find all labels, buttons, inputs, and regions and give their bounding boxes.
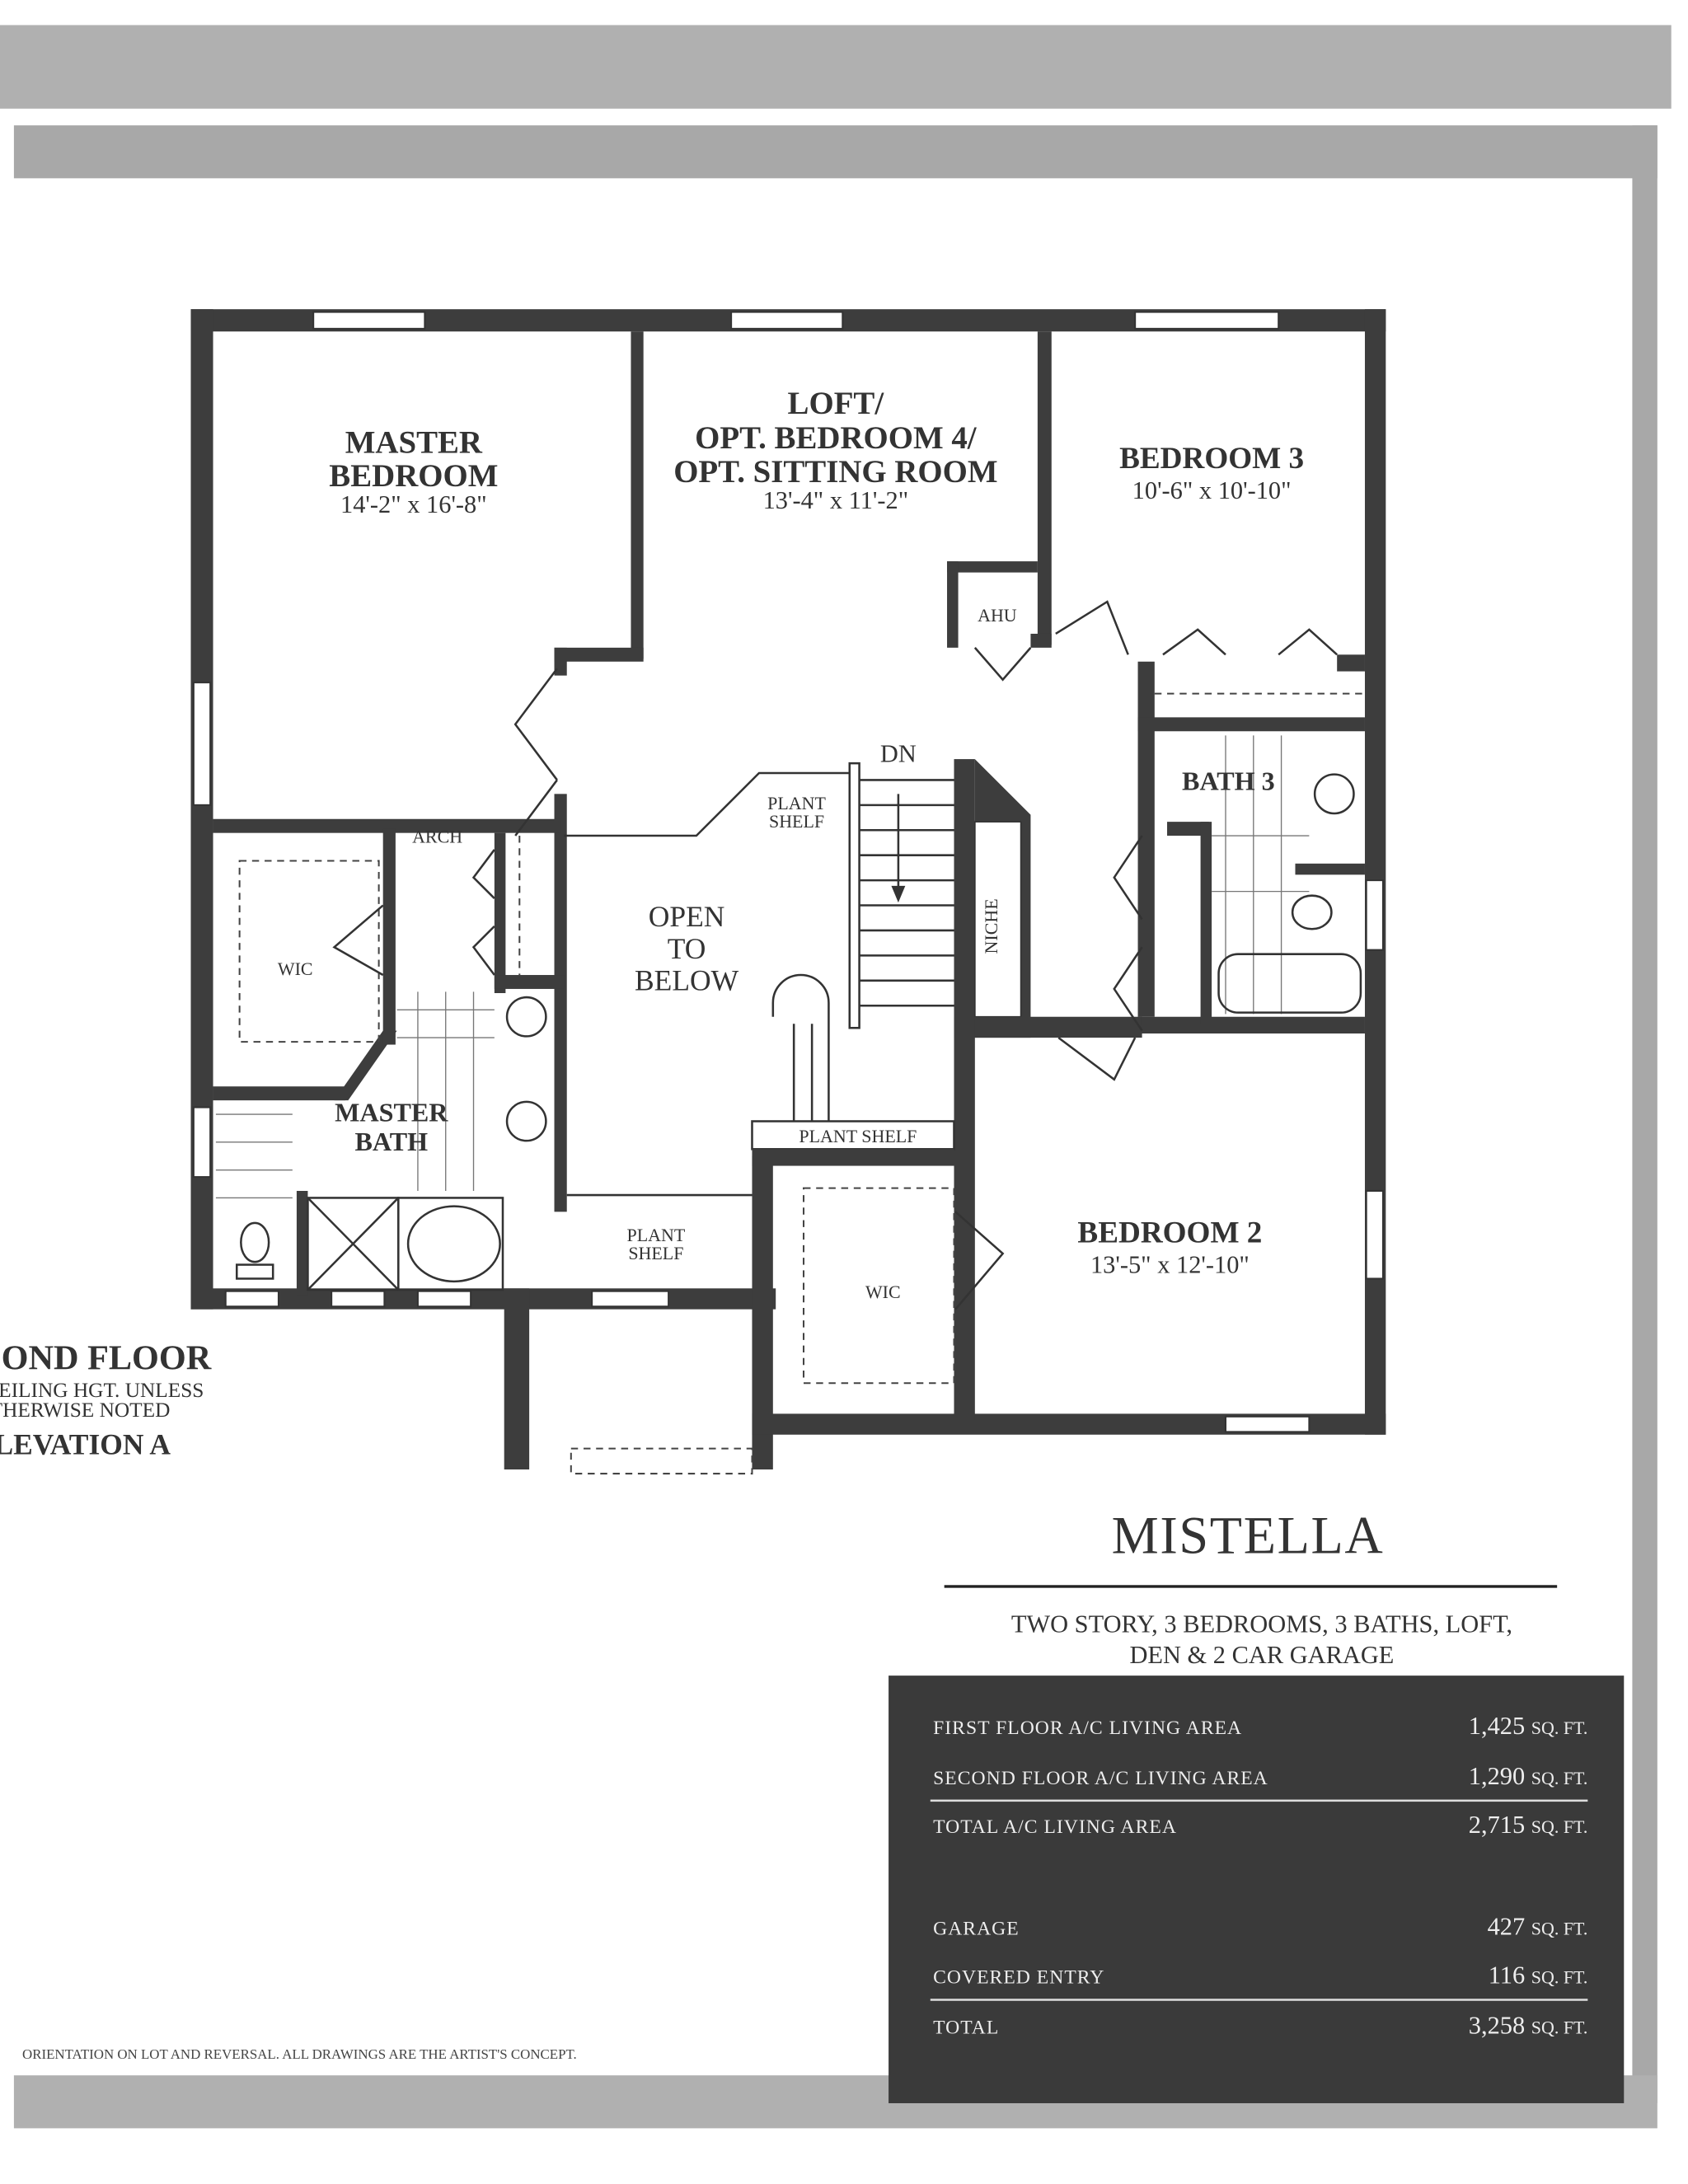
master-wic-label: WIC bbox=[278, 958, 313, 979]
footer-disclaimer: ORIENTATION ON LOT AND REVERSAL. ALL DRA… bbox=[22, 2046, 577, 2062]
area-table: FIRST FLOOR A/C LIVING AREA 1,425 SQ. FT… bbox=[889, 1675, 1625, 2103]
bedroom3-dims: 10'-6" x 10'-10" bbox=[1132, 476, 1292, 504]
area-row-label: FIRST FLOOR A/C LIVING AREA bbox=[933, 1718, 1242, 1739]
area-row-label: TOTAL A/C LIVING AREA bbox=[933, 1816, 1177, 1838]
area-row-value: 116 SQ. FT. bbox=[1489, 1961, 1588, 1990]
loft-label-3: OPT. SITTING ROOM bbox=[673, 454, 997, 490]
title-divider bbox=[944, 1585, 1558, 1588]
floor-plan bbox=[190, 309, 1386, 1475]
loft-label-2: OPT. BEDROOM 4/ bbox=[695, 420, 978, 456]
plant-shelf-bottom-label-2: SHELF bbox=[628, 1243, 683, 1263]
bedroom2-label: BEDROOM 2 bbox=[1077, 1216, 1262, 1250]
model-summary: TWO STORY, 3 BEDROOMS, 3 BATHS, LOFT, bbox=[1011, 1610, 1512, 1638]
model-summary-2: DEN & 2 CAR GARAGE bbox=[1129, 1641, 1394, 1669]
right-band bbox=[1632, 125, 1658, 2103]
area-row-value: 2,715 SQ. FT. bbox=[1469, 1811, 1588, 1839]
master-bedroom-dims: 14'-2" x 16'-8" bbox=[340, 490, 487, 518]
ceiling-note: 8' 4" CEILING HGT. UNLESS bbox=[0, 1379, 204, 1402]
floor-title: SECOND FLOOR bbox=[0, 1338, 212, 1377]
area-row-value: 427 SQ. FT. bbox=[1488, 1912, 1588, 1940]
bedroom2-wic-label: WIC bbox=[865, 1282, 901, 1302]
loft-label: LOFT/ bbox=[788, 386, 885, 421]
loft-dims: 13'-4" x 11'-2" bbox=[763, 486, 909, 514]
bedroom3-label: BEDROOM 3 bbox=[1119, 442, 1304, 476]
open-to-below-label-2: TO bbox=[668, 932, 706, 965]
plant-shelf-label: PLANT bbox=[767, 793, 826, 813]
model-name: MISTELLA bbox=[1112, 1506, 1385, 1564]
top-band bbox=[0, 25, 1672, 109]
elevation-label: ELEVATION A bbox=[0, 1427, 171, 1460]
area-row-label: SECOND FLOOR A/C LIVING AREA bbox=[933, 1768, 1268, 1789]
header-band bbox=[13, 125, 1658, 179]
area-row-label: TOTAL bbox=[933, 2017, 999, 2038]
master-bath-label: MASTER bbox=[335, 1097, 448, 1127]
open-to-below-label-3: BELOW bbox=[635, 964, 739, 997]
area-row-value: 1,425 SQ. FT. bbox=[1469, 1712, 1588, 1740]
stair-treads bbox=[771, 779, 954, 1122]
bath3-label: BATH 3 bbox=[1182, 766, 1275, 795]
area-row-label: COVERED ENTRY bbox=[933, 1967, 1104, 1989]
bedroom2-dims: 13'-5" x 12'-10" bbox=[1090, 1251, 1250, 1279]
area-row-value: 1,290 SQ. FT. bbox=[1469, 1762, 1588, 1790]
plant-shelf-mid-label: PLANT SHELF bbox=[799, 1126, 917, 1146]
ceiling-note-2: OTHERWISE NOTED bbox=[0, 1399, 170, 1422]
stairs-down-label: DN bbox=[880, 739, 917, 767]
arch-label: ARCH bbox=[412, 826, 462, 846]
niche-label: NICHE bbox=[981, 898, 1001, 954]
master-bedroom-label-2: BEDROOM bbox=[329, 458, 498, 494]
area-row-value: 3,258 SQ. FT. bbox=[1469, 2011, 1588, 2039]
master-bath-label-2: BATH bbox=[355, 1127, 429, 1156]
ahu-label: AHU bbox=[978, 605, 1017, 626]
master-bedroom-label: MASTER bbox=[345, 424, 483, 460]
open-to-below-label: OPEN bbox=[649, 900, 725, 933]
plant-shelf-bottom-label: PLANT bbox=[627, 1225, 686, 1245]
plant-shelf-label-2: SHELF bbox=[769, 811, 824, 832]
tile-grid bbox=[215, 735, 1310, 1199]
area-row-label: GARAGE bbox=[933, 1918, 1020, 1939]
